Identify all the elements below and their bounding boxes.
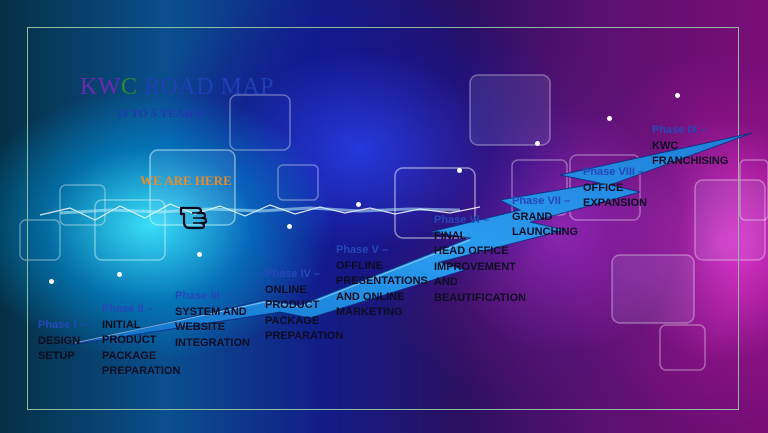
milestone-dot-1: [49, 279, 54, 284]
phase-1: Phase I – DESIGN SETUP: [38, 318, 86, 365]
phase-7-line-1: GRAND: [512, 210, 553, 223]
phase-6-line-4: AND: [434, 276, 458, 288]
phase-2-line-3: PACKAGE: [102, 349, 157, 362]
phase-2: Phase II – INITIAL PRODUCT PACKAGE PREPA…: [102, 302, 180, 380]
phase-5-line-4: MARKETING: [336, 306, 403, 318]
phase-3-head: Phase III –: [175, 290, 229, 302]
milestone-dot-9: [675, 93, 680, 98]
phase-6-line-5: BEAUTIFICATION: [434, 291, 527, 304]
phase-2-line-4: PREPARATION: [102, 365, 181, 377]
phase-2-line-2: PRODUCT: [102, 334, 157, 346]
milestone-dot-8: [607, 116, 612, 121]
milestone-dot-3: [197, 252, 202, 257]
phase-6-head: Phase VI –: [434, 214, 490, 226]
phase-9: Phase IX – KWC FRANCHISING: [652, 123, 728, 170]
milestone-dot-7: [535, 141, 540, 146]
phase-4: Phase IV – ONLINE PRODUCT PACKAGE PREPAR…: [265, 267, 343, 345]
milestone-dot-5: [356, 202, 361, 207]
roadmap-title: KWC ROAD MAP: [80, 74, 274, 101]
phase-3-line-2: WEBSITE: [175, 321, 226, 333]
phase-1-head: Phase I –: [38, 319, 86, 331]
phase-1-line-2: SETUP: [38, 350, 75, 362]
phase-3-line-1: SYSTEM AND: [175, 305, 247, 318]
phase-9-line-2: FRANCHISING: [652, 155, 729, 167]
phase-5-line-3: AND ONLINE: [336, 290, 405, 303]
phase-7-head: Phase VII –: [512, 195, 571, 207]
phase-4-line-1: ONLINE: [265, 283, 307, 296]
phase-6-line-2: HEAD OFFICE: [434, 245, 509, 257]
milestone-dot-6: [457, 168, 462, 173]
title-part-c: C: [120, 74, 138, 100]
phase-2-head: Phase II –: [102, 303, 153, 315]
title-part-road-map: ROAD MAP: [137, 74, 275, 100]
pointing-hand-icon: [179, 206, 208, 230]
phase-5: Phase V – OFFLINE PRESENTATIONS AND ONLI…: [336, 243, 428, 321]
phase-8-head: Phase VIII –: [583, 166, 645, 178]
phase-8: Phase VIII – OFFICE EXPANSION: [583, 165, 647, 212]
phase-2-line-1: INITIAL: [102, 318, 141, 331]
phase-7: Phase VII – GRAND LAUNCHING: [512, 194, 578, 241]
phase-3: Phase III – SYSTEM AND WEBSITE INTEGRATI…: [175, 289, 250, 351]
phase-4-head: Phase IV –: [265, 268, 321, 280]
phase-8-line-2: EXPANSION: [583, 197, 647, 209]
phase-6-line-3: IMPROVEMENT: [434, 260, 516, 273]
milestone-dot-4: [287, 224, 292, 229]
phase-1-line-1: DESIGN: [38, 334, 81, 347]
phase-4-line-2: PRODUCT: [265, 299, 320, 311]
phase-6: Phase VI – FINAL HEAD OFFICE IMPROVEMENT…: [434, 213, 526, 306]
phase-5-head: Phase V –: [336, 244, 388, 256]
phase-5-line-2: PRESENTATIONS: [336, 275, 428, 287]
roadmap-subtitle: (3 TO 5 YEARS): [118, 106, 205, 120]
phase-5-line-1: OFFLINE: [336, 259, 384, 272]
we-are-here-label: WE ARE HERE: [140, 173, 232, 188]
phase-9-line-1: KWC: [652, 139, 679, 152]
milestone-dot-2: [117, 272, 122, 277]
phase-6-line-1: FINAL: [434, 229, 467, 242]
phase-7-line-2: LAUNCHING: [512, 226, 578, 238]
phase-4-line-3: PACKAGE: [265, 314, 320, 327]
phase-8-line-1: OFFICE: [583, 181, 624, 194]
phase-3-line-3: INTEGRATION: [175, 336, 250, 349]
title-part-kw: KW: [80, 74, 121, 100]
phase-9-head: Phase IX –: [652, 124, 708, 136]
phase-4-line-4: PREPARATION: [265, 330, 344, 342]
